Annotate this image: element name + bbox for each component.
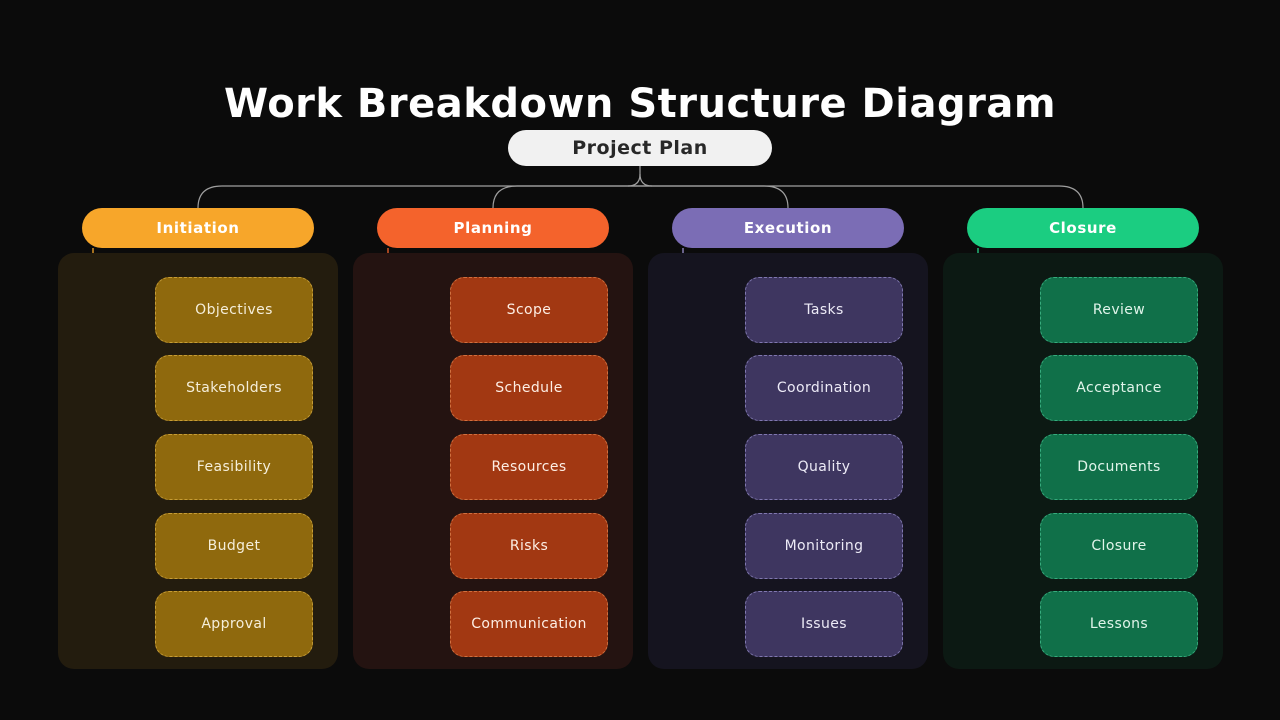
child-node-initiation-stakeholders[interactable]: Stakeholders bbox=[155, 355, 313, 421]
child-node-execution-tasks[interactable]: Tasks bbox=[745, 277, 903, 343]
child-node-label: Monitoring bbox=[784, 538, 864, 554]
child-node-label: Acceptance bbox=[1076, 380, 1162, 396]
child-node-execution-issues[interactable]: Issues bbox=[745, 591, 903, 657]
child-node-planning-risks[interactable]: Risks bbox=[450, 513, 608, 579]
column-header-label: Initiation bbox=[156, 219, 240, 237]
root-trunk-left-flare bbox=[627, 166, 641, 187]
child-node-label: Schedule bbox=[495, 380, 563, 396]
column-header-label: Execution bbox=[743, 219, 833, 237]
child-node-closure-closure[interactable]: Closure bbox=[1040, 513, 1198, 579]
child-node-initiation-feasibility[interactable]: Feasibility bbox=[155, 434, 313, 500]
child-node-execution-quality[interactable]: Quality bbox=[745, 434, 903, 500]
column-header-initiation[interactable]: Initiation bbox=[82, 208, 314, 248]
child-node-label: Risks bbox=[509, 538, 549, 554]
child-node-label: Resources bbox=[491, 459, 567, 475]
child-node-execution-coordination[interactable]: Coordination bbox=[745, 355, 903, 421]
child-node-label: Communication bbox=[471, 616, 587, 632]
child-node-planning-schedule[interactable]: Schedule bbox=[450, 355, 608, 421]
child-node-label: Issues bbox=[801, 616, 847, 632]
child-node-label: Scope bbox=[506, 302, 552, 318]
child-node-initiation-budget[interactable]: Budget bbox=[155, 513, 313, 579]
child-node-closure-lessons[interactable]: Lessons bbox=[1040, 591, 1198, 657]
column-header-planning[interactable]: Planning bbox=[377, 208, 609, 248]
root-branch-execution bbox=[640, 185, 789, 209]
child-node-label: Documents bbox=[1077, 459, 1161, 475]
child-node-label: Quality bbox=[797, 459, 851, 475]
child-node-planning-scope[interactable]: Scope bbox=[450, 277, 608, 343]
child-node-planning-communication[interactable]: Communication bbox=[450, 591, 608, 657]
root-node-project-plan[interactable]: Project Plan bbox=[508, 130, 772, 166]
child-node-label: Coordination bbox=[776, 380, 872, 396]
page-title: Work Breakdown Structure Diagram bbox=[224, 80, 1056, 127]
child-node-closure-documents[interactable]: Documents bbox=[1040, 434, 1198, 500]
root-branch-planning bbox=[492, 185, 640, 209]
child-node-label: Feasibility bbox=[196, 459, 272, 475]
root-node-label: Project Plan bbox=[572, 137, 708, 159]
column-header-label: Closure bbox=[1049, 219, 1117, 237]
root-trunk-right-flare bbox=[639, 173, 653, 187]
root-branch-closure bbox=[640, 185, 1084, 209]
child-node-closure-review[interactable]: Review bbox=[1040, 277, 1198, 343]
child-node-initiation-objectives[interactable]: Objectives bbox=[155, 277, 313, 343]
child-node-label: Stakeholders bbox=[186, 380, 282, 396]
root-branch-initiation bbox=[197, 185, 640, 209]
child-node-label: Tasks bbox=[804, 302, 844, 318]
child-node-planning-resources[interactable]: Resources bbox=[450, 434, 608, 500]
column-header-closure[interactable]: Closure bbox=[967, 208, 1199, 248]
child-node-label: Lessons bbox=[1089, 616, 1149, 632]
child-node-execution-monitoring[interactable]: Monitoring bbox=[745, 513, 903, 579]
child-node-closure-acceptance[interactable]: Acceptance bbox=[1040, 355, 1198, 421]
child-node-label: Closure bbox=[1091, 538, 1147, 554]
child-node-label: Approval bbox=[201, 616, 267, 632]
child-node-initiation-approval[interactable]: Approval bbox=[155, 591, 313, 657]
child-node-label: Budget bbox=[207, 538, 261, 554]
column-header-label: Planning bbox=[453, 219, 533, 237]
child-node-label: Objectives bbox=[195, 302, 273, 318]
column-header-execution[interactable]: Execution bbox=[672, 208, 904, 248]
child-node-label: Review bbox=[1092, 302, 1146, 318]
